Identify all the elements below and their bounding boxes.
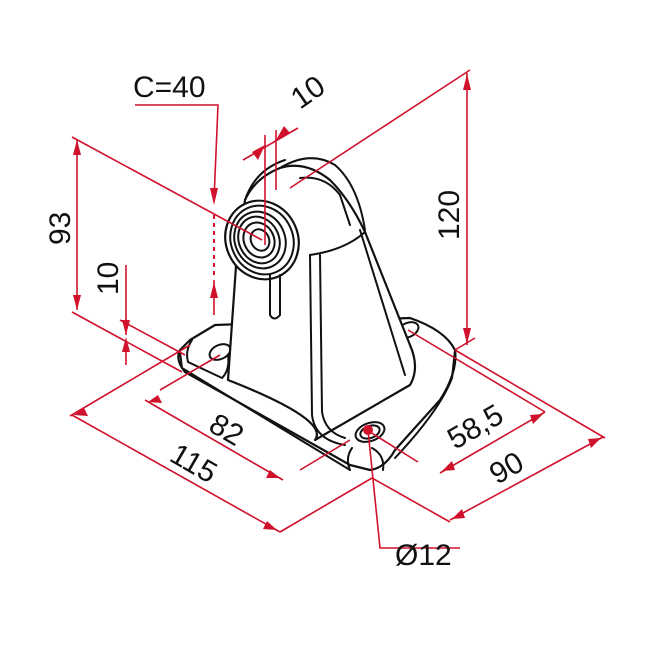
hole-diameter-leader xyxy=(367,429,460,549)
label-spacing-58-5: 58,5 xyxy=(442,398,509,456)
label-c40: C=40 xyxy=(133,71,206,104)
dimension-lines xyxy=(69,69,606,549)
label-spacing-82: 82 xyxy=(204,407,249,452)
label-length-115: 115 xyxy=(165,437,223,489)
c40-leader xyxy=(135,104,219,201)
bracket-part xyxy=(177,157,457,472)
label-height-93: 93 xyxy=(44,212,77,245)
label-thickness-10: 10 xyxy=(92,262,125,295)
label-eye-width: 10 xyxy=(285,70,331,116)
label-hole-diameter: Ø12 xyxy=(395,539,452,572)
label-width-90: 90 xyxy=(484,446,529,491)
pivot-eye xyxy=(224,199,300,281)
label-height-120: 120 xyxy=(433,190,466,240)
front-hole xyxy=(354,421,386,443)
